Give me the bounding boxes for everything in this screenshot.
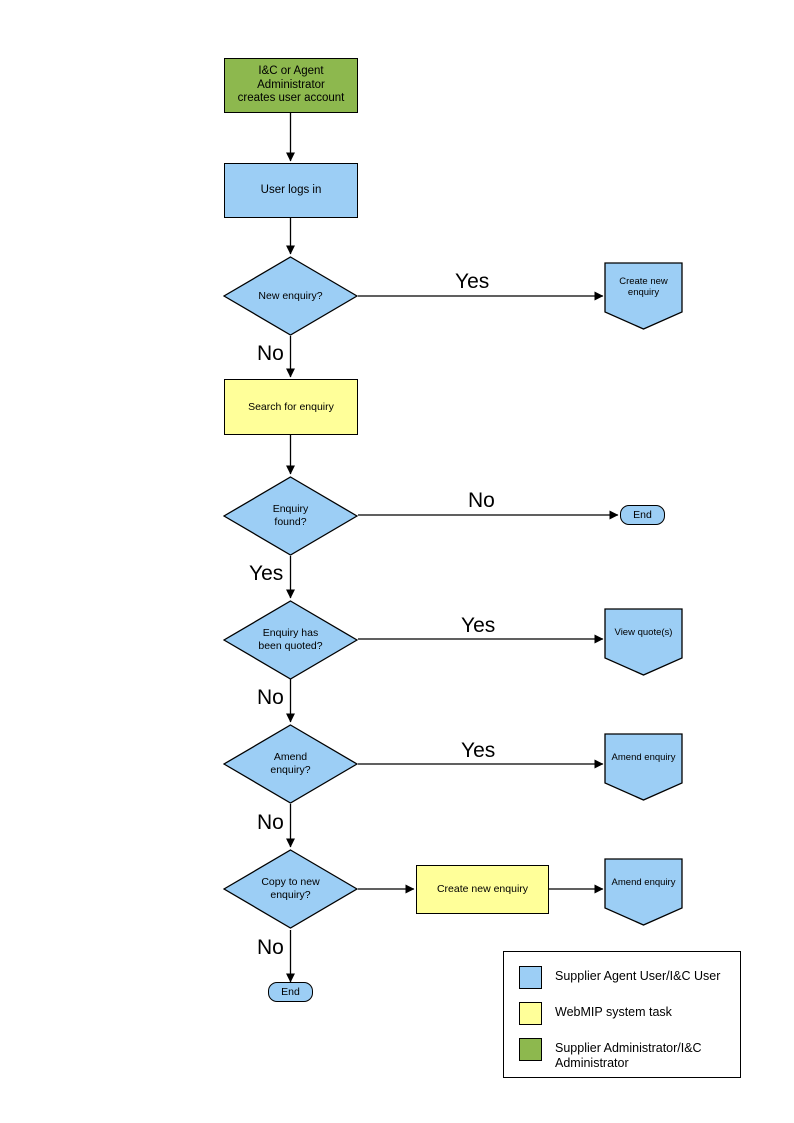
node-copy-to-new-enquiry-decision[interactable]: Copy to new enquiry? bbox=[222, 849, 359, 929]
legend-item-webmip-task: WebMIP system task bbox=[519, 1002, 672, 1025]
legend-label: Supplier Administrator/I&C Administrator bbox=[555, 1041, 702, 1070]
edge-label-copy-to-new-no: No bbox=[257, 936, 284, 959]
pentagon-shape bbox=[604, 262, 683, 330]
edge-label-new-enquiry-yes: Yes bbox=[455, 270, 490, 293]
node-end-terminator-1[interactable]: End bbox=[620, 505, 665, 525]
legend-item-supplier-admin: Supplier Administrator/I&C Administrator bbox=[519, 1038, 702, 1070]
node-amend-enquiry-manual-2[interactable]: Amend enquiry bbox=[604, 858, 683, 926]
node-admin-creates-user-account[interactable]: I&C or Agent Administrator creates user … bbox=[224, 58, 358, 113]
node-label: New enquiry? bbox=[258, 289, 323, 302]
node-user-logs-in[interactable]: User logs in bbox=[224, 163, 358, 218]
legend-swatch-blue bbox=[519, 966, 542, 989]
edge-label-new-enquiry-no: No bbox=[257, 342, 284, 365]
node-enquiry-found-decision[interactable]: Enquiry found? bbox=[222, 476, 359, 556]
node-label: Amend enquiry bbox=[611, 752, 676, 764]
node-view-quotes-manual[interactable]: View quote(s) bbox=[604, 608, 683, 676]
edge-label-enquiry-found-no: No bbox=[468, 489, 495, 512]
node-end-terminator-2[interactable]: End bbox=[268, 982, 313, 1002]
node-amend-enquiry-decision[interactable]: Amend enquiry? bbox=[222, 724, 359, 804]
node-label: View quote(s) bbox=[614, 627, 673, 639]
edge-label-amend-enquiry-no: No bbox=[257, 811, 284, 834]
node-label: Enquiry found? bbox=[272, 503, 309, 528]
pentagon-shape bbox=[604, 733, 683, 801]
node-label: Copy to new enquiry? bbox=[261, 876, 320, 901]
edge-label-amend-enquiry-yes: Yes bbox=[461, 739, 496, 762]
diamond-shape bbox=[222, 724, 359, 804]
node-create-new-enquiry-manual[interactable]: Create new enquiry bbox=[604, 262, 683, 330]
node-new-enquiry-decision[interactable]: New enquiry? bbox=[222, 256, 359, 336]
legend-swatch-yellow bbox=[519, 1002, 542, 1025]
node-label: Amend enquiry? bbox=[270, 751, 311, 776]
legend: Supplier Agent User/I&C User WebMIP syst… bbox=[503, 951, 741, 1078]
diamond-shape bbox=[222, 256, 359, 336]
pentagon-shape bbox=[604, 608, 683, 676]
edge-label-enquiry-found-yes: Yes bbox=[249, 562, 284, 585]
node-amend-enquiry-manual-1[interactable]: Amend enquiry bbox=[604, 733, 683, 801]
diamond-shape bbox=[222, 476, 359, 556]
legend-label: Supplier Agent User/I&C User bbox=[555, 969, 721, 983]
node-label: Create new enquiry bbox=[619, 275, 668, 298]
node-create-new-enquiry-system[interactable]: Create new enquiry bbox=[416, 865, 549, 914]
node-enquiry-quoted-decision[interactable]: Enquiry has been quoted? bbox=[222, 600, 359, 680]
edge-label-enquiry-quoted-no: No bbox=[257, 686, 284, 709]
legend-label: WebMIP system task bbox=[555, 1005, 672, 1019]
diamond-shape bbox=[222, 849, 359, 929]
pentagon-shape bbox=[604, 858, 683, 926]
node-label: Enquiry has been quoted? bbox=[258, 627, 323, 652]
legend-item-supplier-agent: Supplier Agent User/I&C User bbox=[519, 966, 720, 989]
node-search-for-enquiry[interactable]: Search for enquiry bbox=[224, 379, 358, 435]
edge-label-enquiry-quoted-yes: Yes bbox=[461, 614, 496, 637]
diamond-shape bbox=[222, 600, 359, 680]
node-label: Amend enquiry bbox=[611, 877, 676, 889]
legend-swatch-green bbox=[519, 1038, 542, 1061]
